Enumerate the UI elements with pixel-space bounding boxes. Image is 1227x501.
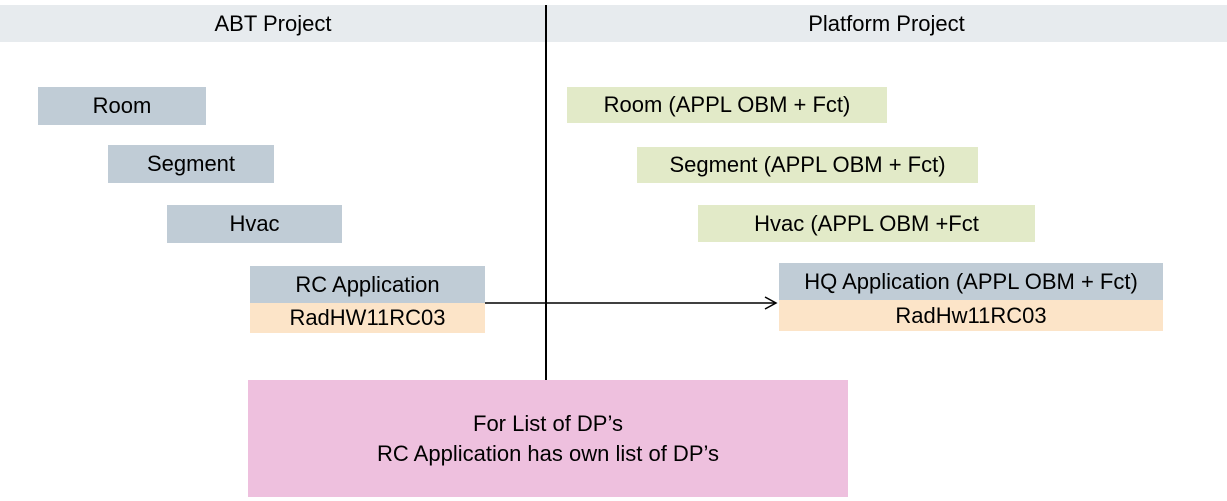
abt-rc-application-box: RC Application bbox=[250, 266, 485, 303]
platform-hq-application-box: HQ Application (APPL OBM + Fct) bbox=[779, 263, 1163, 300]
note-box: For List of DP’s RC Application has own … bbox=[248, 380, 848, 497]
header-band bbox=[0, 5, 1227, 42]
platform-hq-version-box: RadHw11RC03 bbox=[779, 300, 1163, 331]
abt-hvac-box: Hvac bbox=[167, 205, 342, 243]
note-line-1: For List of DP’s bbox=[473, 410, 623, 436]
platform-hvac-box: Hvac (APPL OBM +Fct bbox=[698, 205, 1035, 242]
column-divider-line bbox=[545, 5, 547, 380]
note-line-2: RC Application has own list of DP’s bbox=[377, 440, 719, 466]
platform-segment-box: Segment (APPL OBM + Fct) bbox=[637, 147, 978, 183]
abt-project-header: ABT Project bbox=[214, 10, 332, 36]
abt-rc-version-box: RadHW11RC03 bbox=[250, 303, 485, 333]
platform-room-box: Room (APPL OBM + Fct) bbox=[567, 87, 887, 123]
platform-project-header: Platform Project bbox=[808, 10, 965, 36]
abt-segment-box: Segment bbox=[108, 145, 274, 183]
abt-room-box: Room bbox=[38, 87, 206, 125]
